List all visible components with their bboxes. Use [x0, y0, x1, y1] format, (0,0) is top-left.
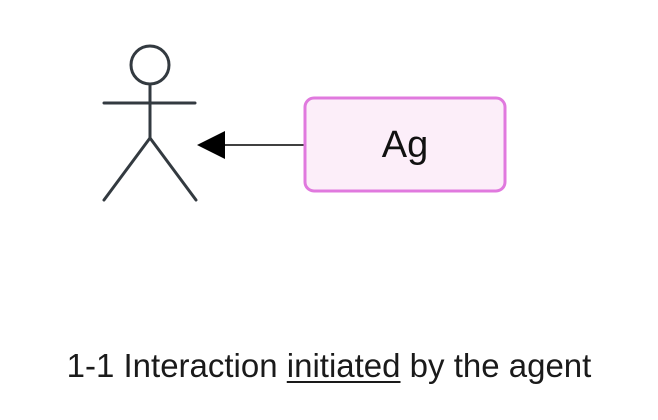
agent-label: Ag: [382, 124, 428, 166]
agent-box: Ag: [303, 96, 507, 193]
caption-emphasis: initiated: [286, 347, 401, 384]
agent-box-rect: [303, 96, 507, 193]
caption-suffix: by the agent: [400, 347, 592, 384]
actor-right-leg: [148, 136, 198, 202]
caption-prefix: 1-1 Interaction: [66, 347, 287, 384]
actor-stick-figure: [102, 44, 198, 202]
arrow-head: [197, 131, 225, 159]
actor-left-leg: [102, 136, 152, 202]
actor-head: [129, 44, 171, 86]
diagram-caption: 1-1 Interaction initiated by the agent: [0, 347, 658, 385]
message-arrow: [197, 131, 305, 159]
